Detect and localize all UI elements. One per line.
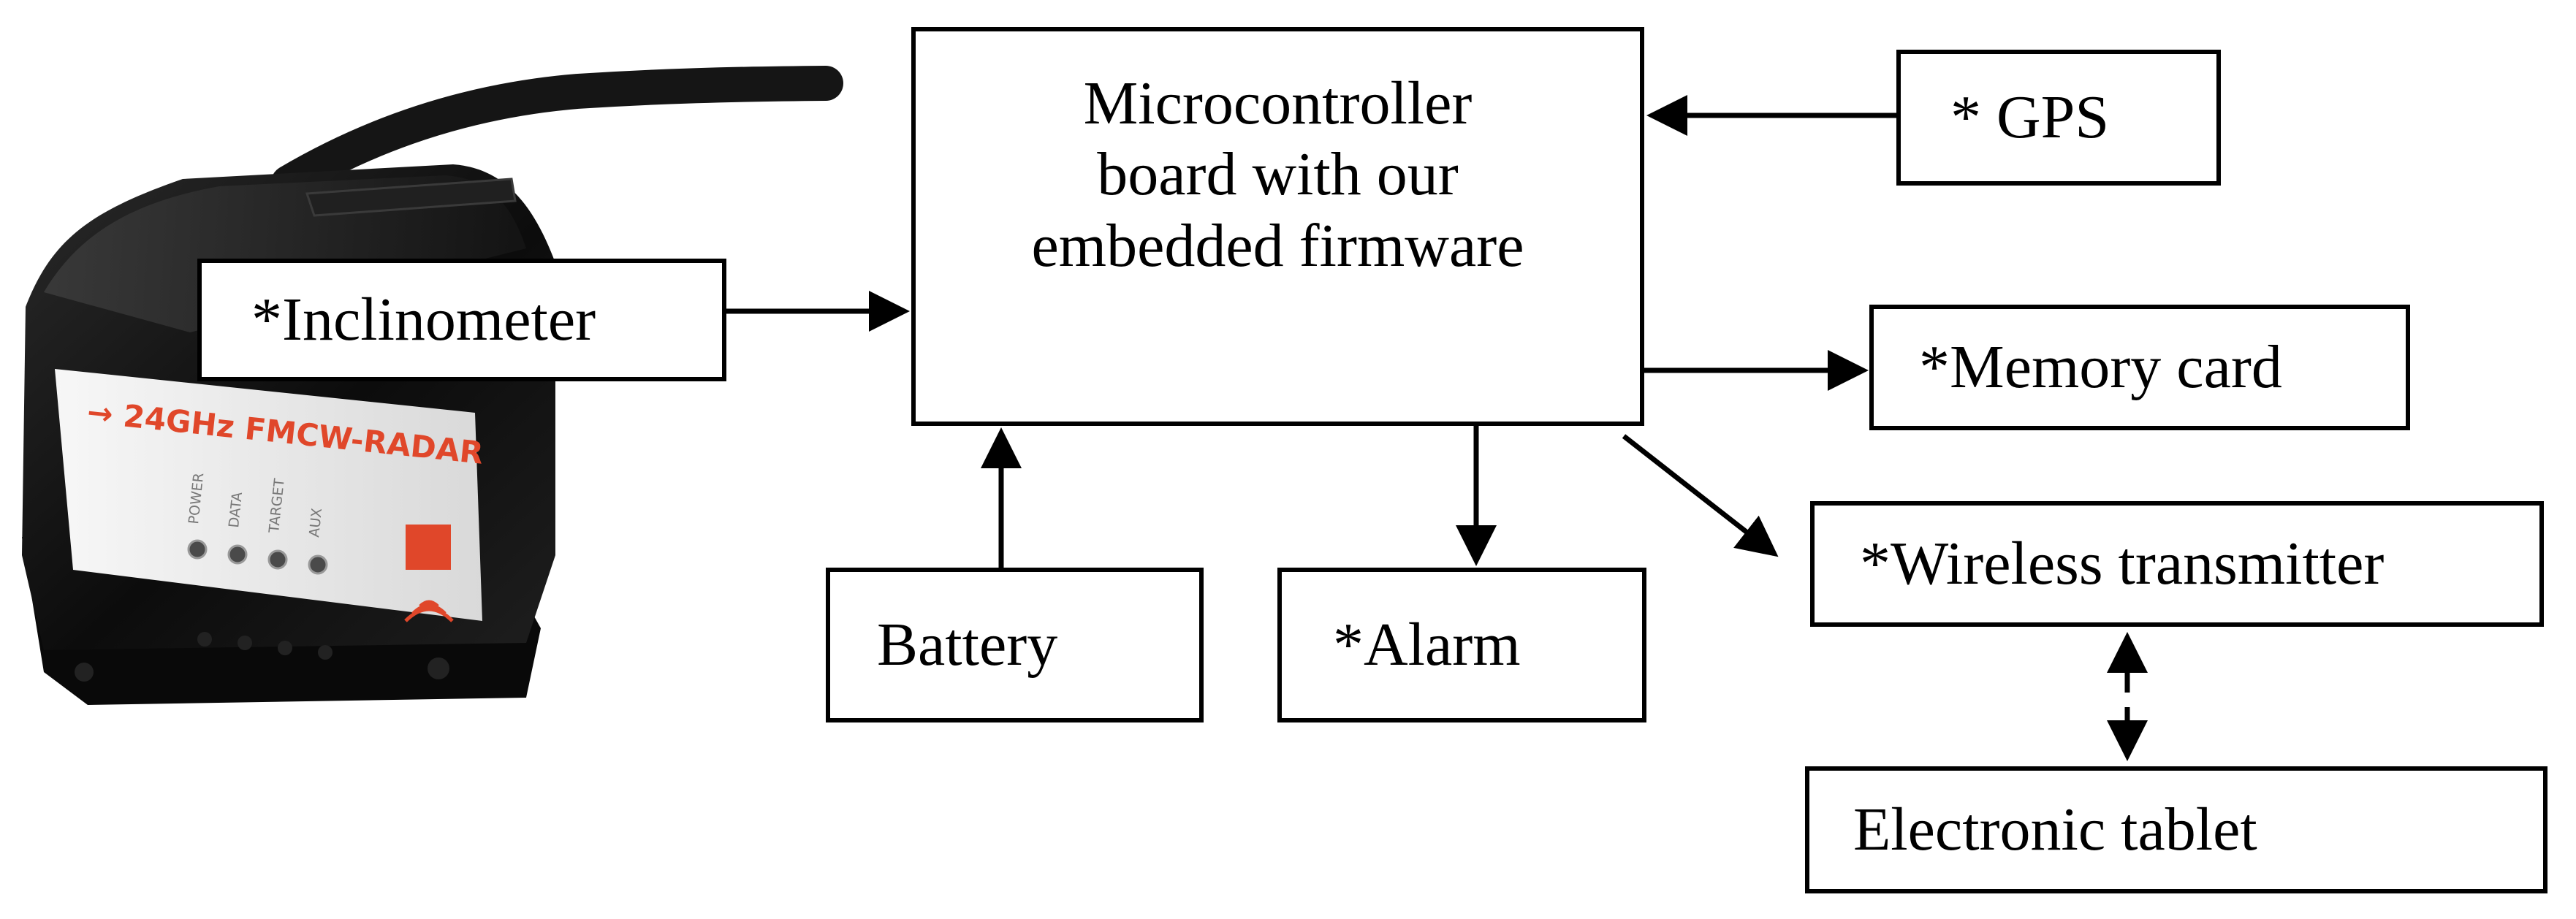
device-front-panel [55,369,482,621]
electronic-tablet-label: Electronic tablet [1853,796,2257,864]
wireless-transmitter-label: *Wireless transmitter [1860,530,2385,598]
device-base-holes [75,632,449,682]
led-label-aux: AUX [306,508,325,538]
wireless-transmitter-box: *Wireless transmitter [1810,501,2544,627]
brand-logo-square [406,525,451,570]
memory-card-label: *Memory card [1919,333,2282,402]
arrow-mcu-to-wireless [1622,434,1779,557]
device-cable [271,66,843,200]
inclinometer-label: *Inclinometer [251,286,596,354]
led-aux [308,554,328,575]
microcontroller-label-line-2: board with our [1097,140,1459,209]
led-data [227,544,248,565]
microcontroller-board-label: Microcontroller board with our embedded … [1031,68,1524,281]
microcontroller-label-line-1: Microcontroller [1083,69,1473,137]
microcontroller-label-line-3: embedded firmware [1031,211,1524,280]
led-label-data: DATA [226,492,246,529]
alarm-box: *Alarm [1277,568,1646,722]
electronic-tablet-box: Electronic tablet [1805,766,2547,893]
device-top-face [44,175,526,332]
memory-card-box: *Memory card [1869,305,2410,430]
gps-box: * GPS [1896,50,2221,186]
alarm-label: *Alarm [1333,611,1521,679]
microcontroller-board-box: Microcontroller board with our embedded … [911,27,1644,426]
radar-device-photo: → 24GHz FMCW-RADAR POWER DATA TARGET AUX [22,66,843,705]
battery-label: Battery [877,611,1058,679]
inclinometer-box: *Inclinometer [197,259,726,381]
battery-box: Battery [826,568,1204,722]
led-target [267,549,288,570]
device-grille [305,178,517,217]
gps-label: * GPS [1950,83,2110,152]
led-power [187,539,208,560]
wireless-waves-icon [404,600,454,622]
connection-arrows [726,95,2148,761]
